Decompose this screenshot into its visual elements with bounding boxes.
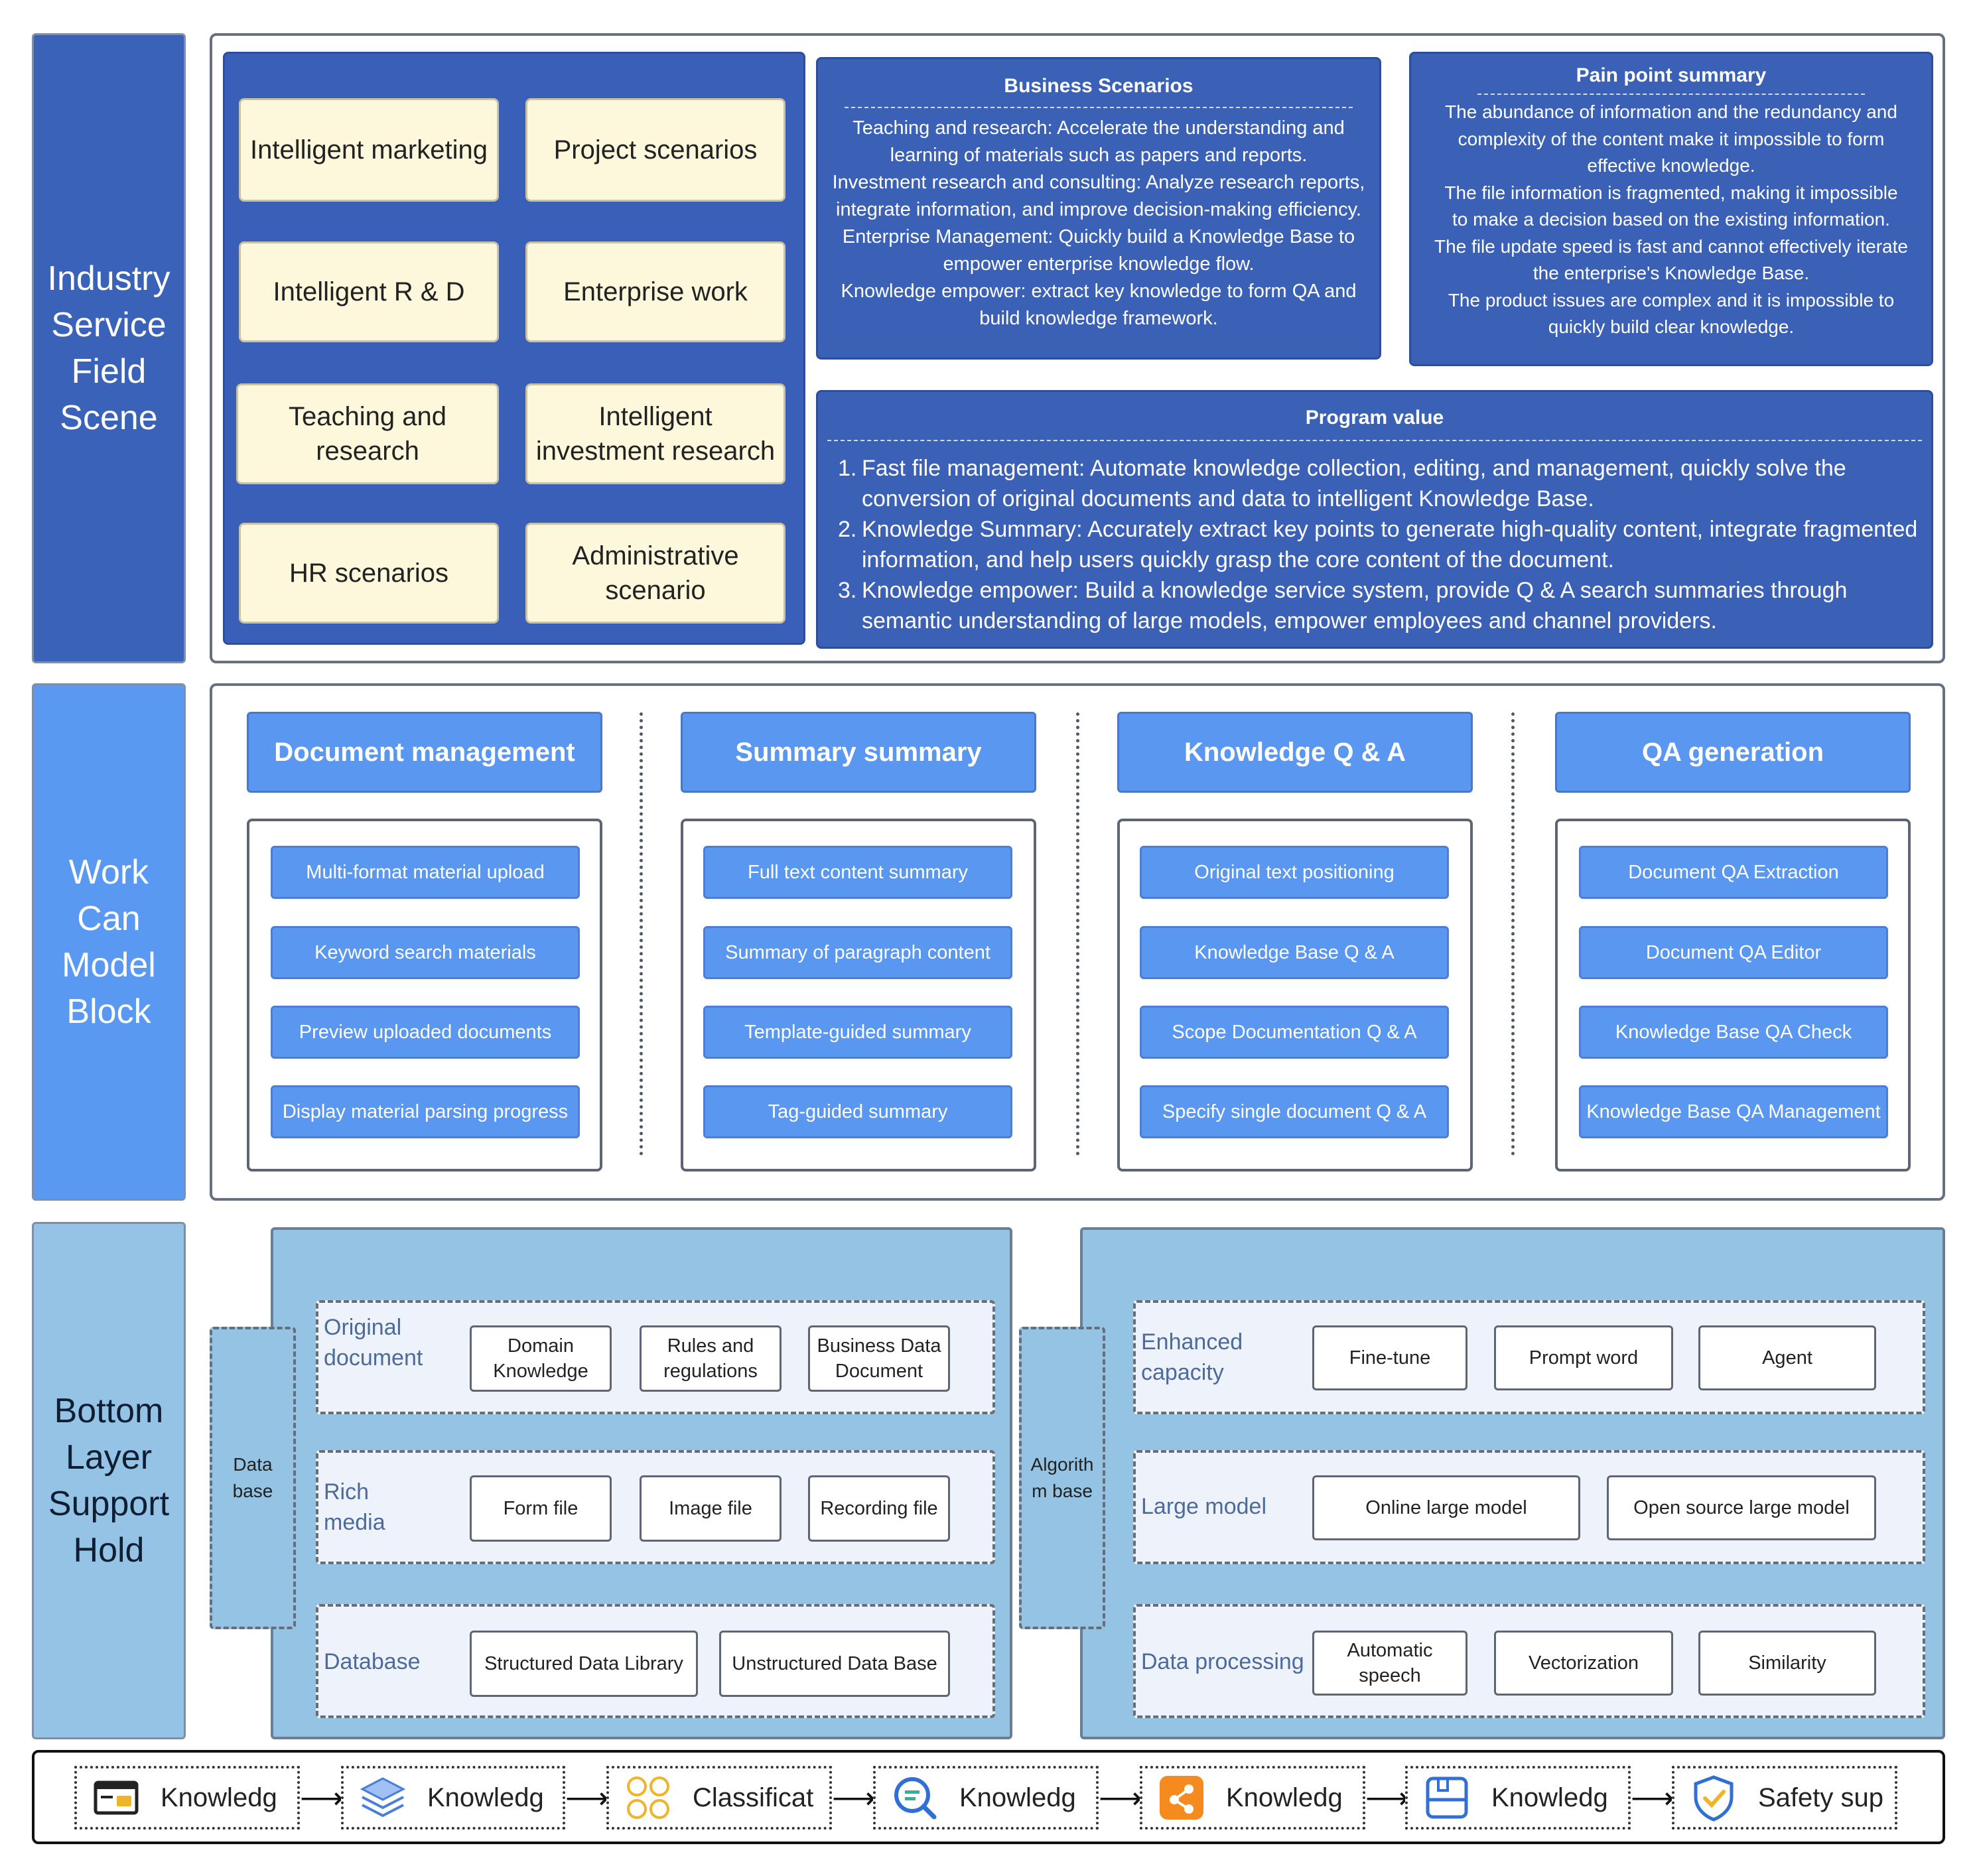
row-label: Database: [324, 1649, 421, 1674]
business-scenarios-box: Business Scenarios Teaching and research…: [816, 57, 1381, 360]
algorithm-chip: Fine-tune: [1312, 1325, 1467, 1390]
algorithm-chip: Agent: [1698, 1325, 1876, 1390]
flow-step: Knowledg: [873, 1766, 1099, 1830]
algorithm-chip: Online large model: [1312, 1475, 1580, 1540]
module-header: QA generation: [1555, 712, 1911, 793]
arrow-right-icon: ⟶: [1365, 1780, 1409, 1815]
list-item: 2. Knowledge Summary: Accurately extract…: [838, 517, 1918, 572]
business-scenarios-title: Business Scenarios: [1004, 75, 1193, 97]
layers-icon: [360, 1777, 406, 1818]
divider: [845, 107, 1353, 108]
list-item: 1. Fast file management: Automate knowle…: [838, 456, 1846, 511]
feature-pill: Summary of paragraph content: [703, 926, 1012, 979]
flow-step: Classificat: [606, 1766, 832, 1830]
data-chip: Recording file: [808, 1475, 950, 1542]
arrow-right-icon: ⟶: [300, 1780, 344, 1815]
feature-pill: Original text positioning: [1140, 846, 1449, 899]
pain-point-title: Pain point summary: [1576, 64, 1767, 86]
feature-pill: Preview uploaded documents: [271, 1006, 580, 1059]
data-chip: Image file: [640, 1475, 782, 1542]
module-header: Knowledge Q & A: [1117, 712, 1473, 793]
feature-pill: Scope Documentation Q & A: [1140, 1006, 1449, 1059]
flow-step: Knowledg: [341, 1766, 565, 1830]
data-chip: Unstructured Data Base: [719, 1631, 950, 1697]
feature-pill: Keyword search materials: [271, 926, 580, 979]
scenario-card: Intelligent marketing: [239, 98, 499, 202]
feature-pill: Knowledge Base QA Management: [1579, 1085, 1888, 1138]
module-divider: [1511, 712, 1515, 1156]
arrow-right-icon: ⟶: [832, 1780, 876, 1815]
program-value-list: 1. Fast file management: Automate knowle…: [818, 453, 1931, 636]
module-divider: [640, 712, 643, 1156]
feature-pill: Document QA Editor: [1579, 926, 1888, 979]
feature-pill: Multi-format material upload: [271, 846, 580, 899]
arrow-right-icon: ⟶: [1099, 1780, 1142, 1815]
divider: [827, 440, 1922, 441]
feature-pill: Tag-guided summary: [703, 1085, 1012, 1138]
id-card-icon: [94, 1780, 139, 1815]
algorithm-chip: Prompt word: [1494, 1325, 1673, 1390]
module-header: Summary summary: [681, 712, 1036, 793]
data-chip: Form file: [470, 1475, 612, 1542]
algorithm-chip: Open source large model: [1607, 1475, 1876, 1540]
feature-pill: Display material parsing progress: [271, 1085, 580, 1138]
arrow-right-icon: ⟶: [1631, 1780, 1674, 1815]
feature-pill: Knowledge Base Q & A: [1140, 926, 1449, 979]
work-row-label: Work Can Model Block: [32, 683, 186, 1201]
algorithm-chip: Vectorization: [1494, 1631, 1673, 1696]
feature-pill: Knowledge Base QA Check: [1579, 1006, 1888, 1059]
feature-pill: Specify single document Q & A: [1140, 1085, 1449, 1138]
industry-row-label: Industry Service Field Scene: [32, 33, 186, 663]
list-item: 3. Knowledge empower: Build a knowledge …: [838, 578, 1848, 634]
feature-pill: Document QA Extraction: [1579, 846, 1888, 899]
module-divider: [1076, 712, 1079, 1156]
pain-point-box: Pain point summary The abundance of info…: [1409, 52, 1933, 366]
save-box-icon: [1426, 1776, 1468, 1819]
divider: [1477, 94, 1865, 95]
scenario-card: Project scenarios: [525, 98, 785, 202]
scenario-card: Enterprise work: [525, 241, 785, 342]
data-chip: Structured Data Library: [470, 1631, 698, 1697]
feature-pill: Template-guided summary: [703, 1006, 1012, 1059]
search-chat-icon: [894, 1777, 937, 1820]
scenario-card: Intelligent R & D: [239, 241, 499, 342]
share-node-icon: [1160, 1776, 1203, 1820]
algorithm-chip: Similarity: [1698, 1631, 1876, 1696]
bottom-row-label: Bottom Layer Support Hold: [32, 1222, 186, 1739]
business-scenarios-text: Teaching and research: Accelerate the un…: [832, 117, 1365, 329]
program-value-box: Program value 1. Fast file management: A…: [816, 390, 1933, 649]
feature-pill: Full text content summary: [703, 846, 1012, 899]
arrow-right-icon: ⟶: [565, 1780, 609, 1815]
flow-step: Knowledg: [74, 1766, 300, 1830]
row-label: Data processing: [1141, 1649, 1304, 1674]
shield-check-icon: [1694, 1775, 1734, 1822]
pain-point-text: The abundance of information and the red…: [1434, 101, 1908, 337]
flow-step: Safety sup: [1672, 1766, 1897, 1830]
scenario-card: HR scenarios: [239, 523, 499, 624]
row-label: Large model: [1141, 1494, 1267, 1519]
flow-step: Knowledg: [1405, 1766, 1631, 1830]
module-header: Document management: [247, 712, 602, 793]
program-value-title: Program value: [1305, 407, 1444, 429]
grid-circles-icon: [627, 1776, 669, 1819]
flow-step: Knowledg: [1140, 1766, 1365, 1830]
